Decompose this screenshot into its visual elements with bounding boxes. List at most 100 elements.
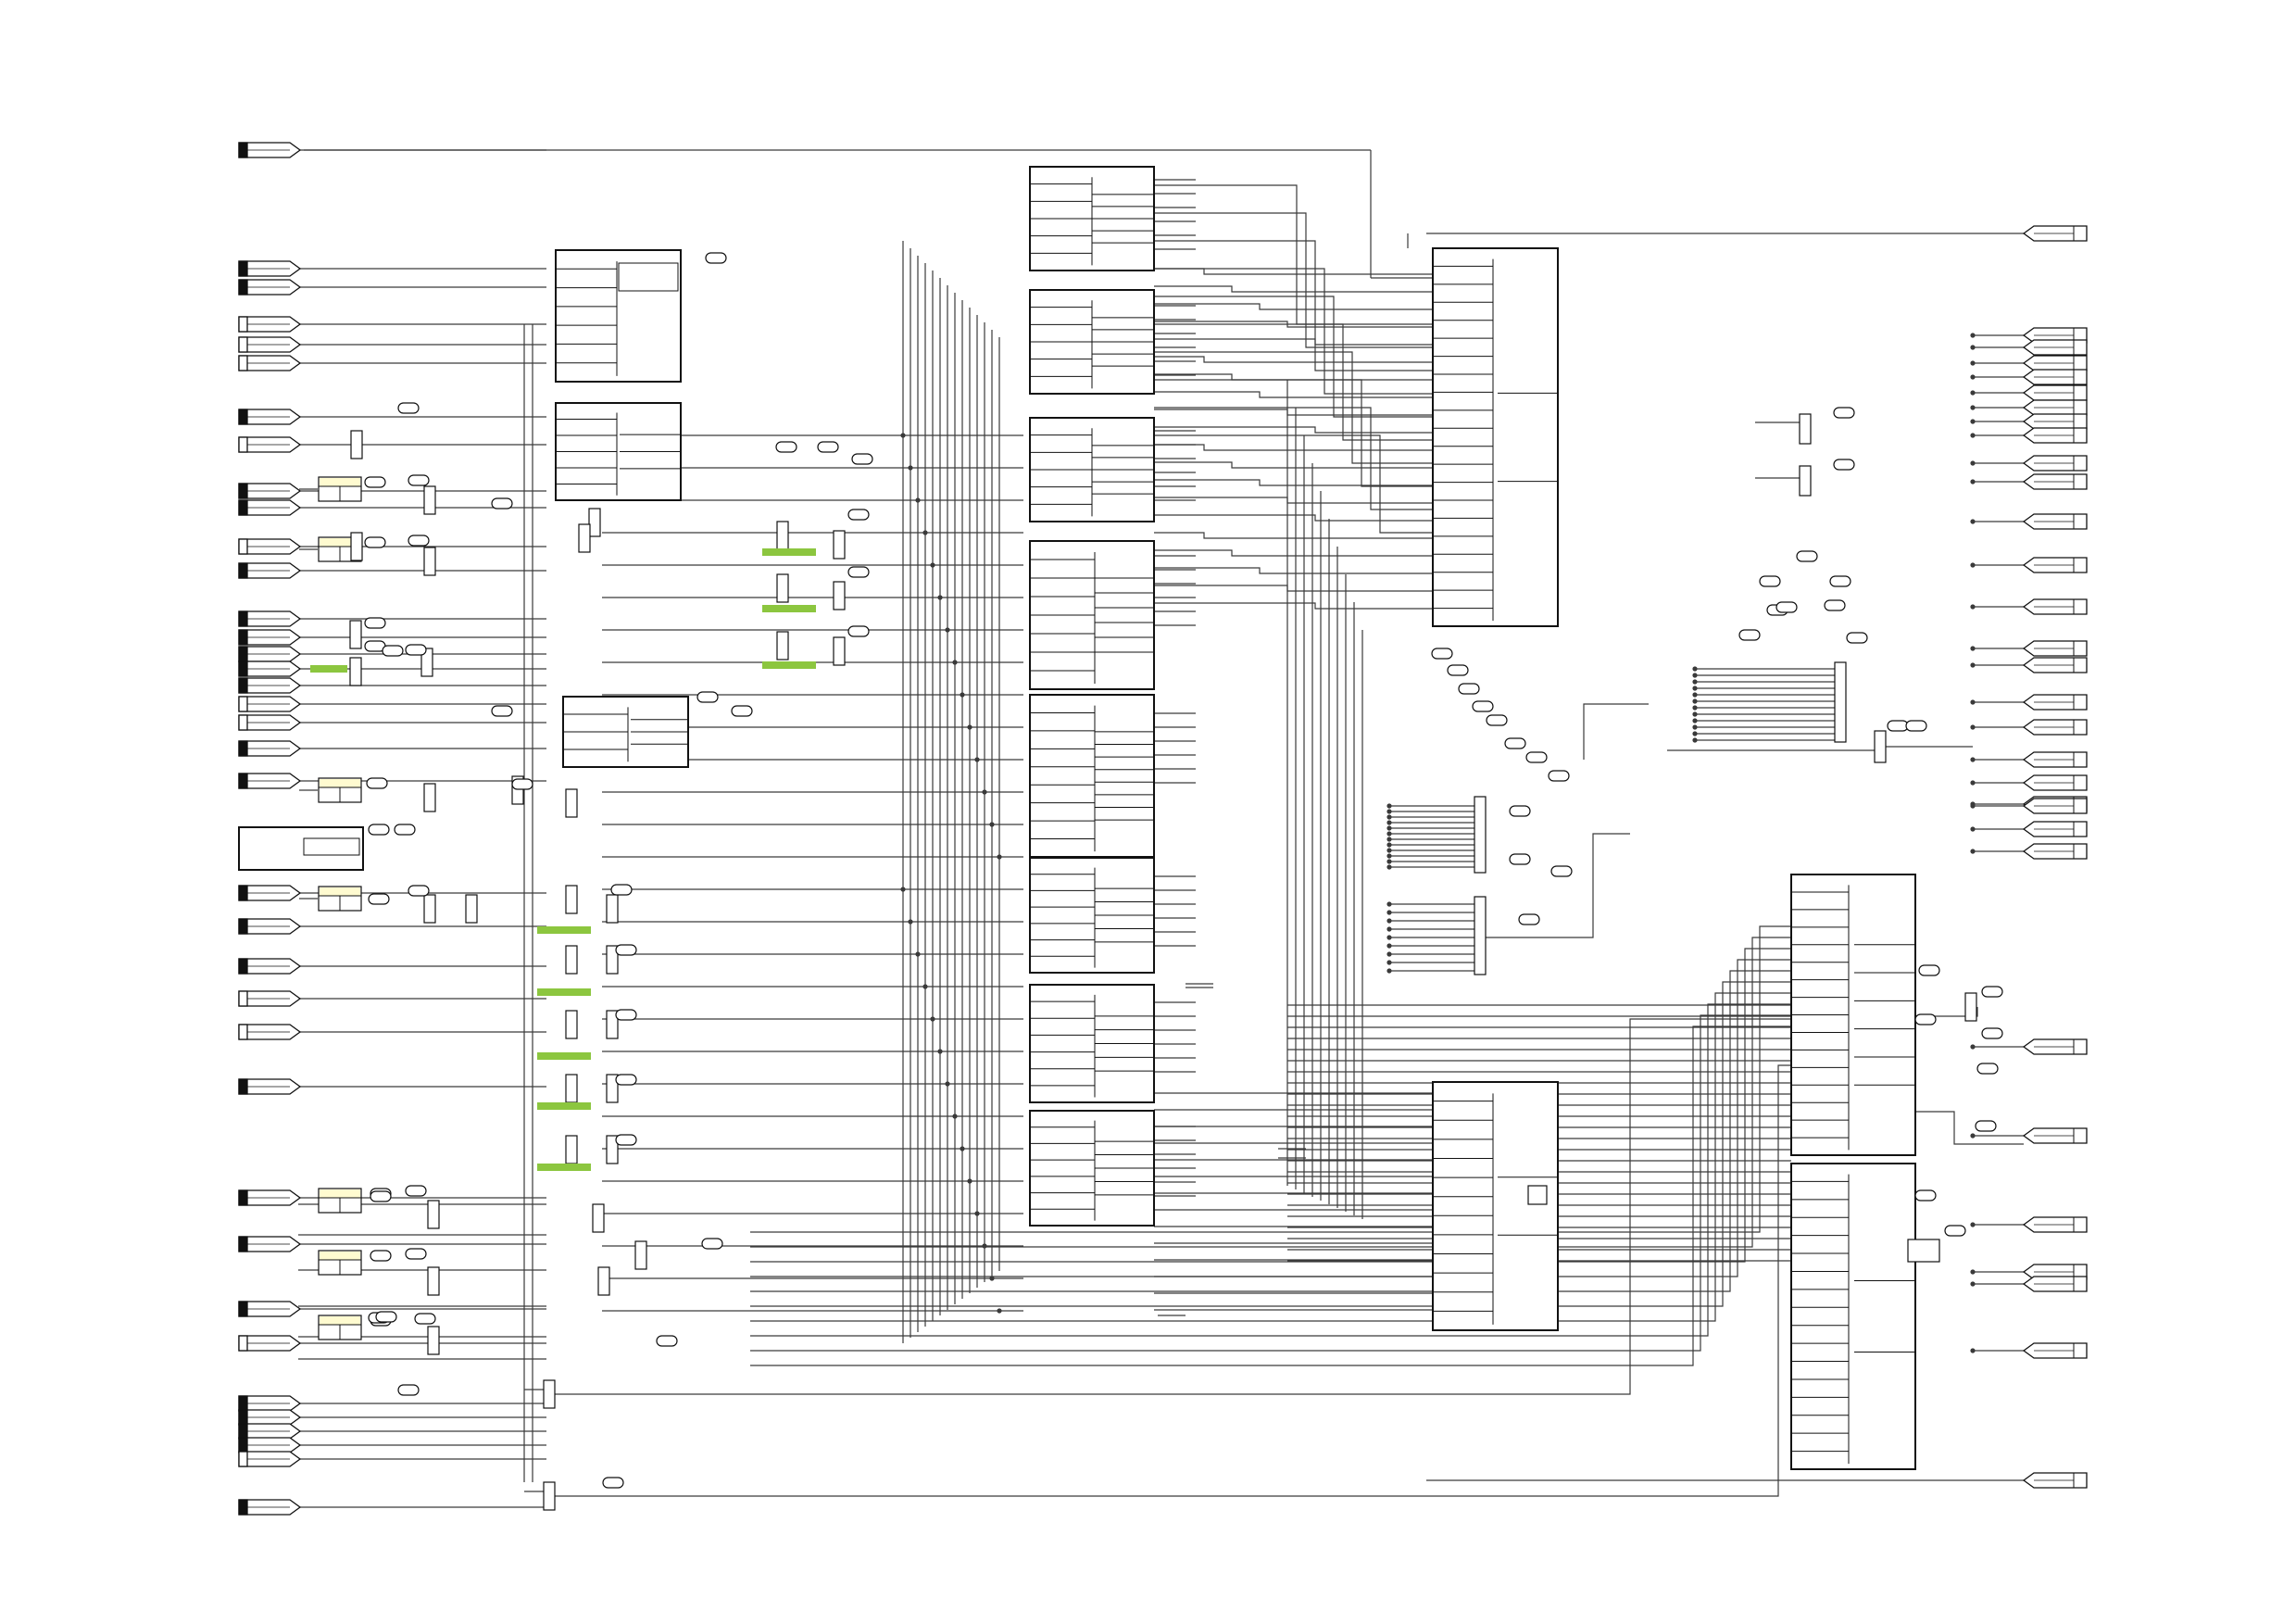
- junction-dot: [915, 951, 921, 957]
- junction-dot: [1692, 686, 1698, 691]
- output-port: [2022, 598, 2088, 615]
- subsystem-block: [1790, 1163, 1916, 1470]
- input-port: [238, 260, 302, 277]
- subsystem-block: [1029, 984, 1155, 1103]
- test-point: [1829, 575, 1851, 587]
- test-point: [847, 625, 870, 637]
- highlight-bar: [537, 926, 591, 934]
- wire: [1154, 407, 1433, 510]
- junction-dot: [1970, 646, 1976, 651]
- junction-dot: [1970, 479, 1976, 484]
- input-port-tab: [238, 316, 248, 333]
- subsystem-block: [562, 696, 689, 768]
- wire: [1154, 379, 1433, 487]
- test-point: [1518, 913, 1540, 925]
- output-port: [2022, 355, 2088, 371]
- wire: [750, 992, 1791, 1322]
- test-point: [408, 885, 430, 897]
- junction-dot: [1970, 1133, 1976, 1139]
- subsystem-block: [1029, 1110, 1155, 1227]
- output-port: [2022, 1038, 2088, 1055]
- wire: [1154, 268, 1433, 275]
- output-port: [2022, 774, 2088, 791]
- label-box-highlight: [320, 887, 360, 896]
- test-point: [817, 441, 839, 453]
- junction-dot: [1970, 724, 1976, 730]
- test-point: [405, 1248, 427, 1260]
- test-point: [405, 1185, 427, 1197]
- junction-dot: [1692, 705, 1698, 711]
- component-box: [565, 1010, 578, 1039]
- output-port: [2022, 1276, 2088, 1292]
- test-point: [775, 441, 797, 453]
- wire: [1154, 409, 1433, 416]
- input-port-tab: [238, 1078, 248, 1095]
- wire: [1915, 1007, 1978, 1017]
- junction-dot: [1970, 1269, 1976, 1275]
- component-box: [565, 885, 578, 914]
- test-point: [1981, 1027, 2003, 1039]
- component-box: [349, 657, 362, 686]
- test-point: [1796, 550, 1818, 562]
- junction-dot: [1692, 673, 1698, 678]
- junction-dot: [1970, 562, 1976, 568]
- component-box: [423, 783, 436, 812]
- input-port-tab: [238, 1499, 248, 1516]
- junction-dot: [974, 757, 980, 762]
- component-box: [606, 1074, 619, 1103]
- input-port-tab: [238, 885, 248, 901]
- input-port: [238, 1024, 302, 1040]
- test-point: [511, 778, 533, 790]
- junction-dot: [1970, 360, 1976, 366]
- component-box: [833, 530, 846, 560]
- junction-dot: [1970, 604, 1976, 610]
- label-box-highlight: [320, 779, 360, 787]
- junction-dot: [1386, 814, 1392, 820]
- test-point: [1887, 720, 1909, 732]
- subsystem-frame: [1790, 1163, 1916, 1470]
- junction-dot: [900, 433, 906, 438]
- input-port: [238, 918, 302, 935]
- test-point: [847, 566, 870, 578]
- junction-dot: [967, 1178, 972, 1184]
- component-box: [833, 636, 846, 666]
- component-box: [1874, 730, 1887, 763]
- test-point: [408, 535, 430, 547]
- wire: [1154, 356, 1433, 363]
- input-port: [238, 1499, 302, 1516]
- subsystem-frame: [1029, 694, 1155, 858]
- component-box: [588, 508, 601, 537]
- component-box: [423, 894, 436, 924]
- wire: [1154, 514, 1433, 522]
- test-point: [851, 453, 873, 465]
- output-port: [2022, 1472, 2088, 1489]
- junction-dot: [1970, 460, 1976, 466]
- input-port-tab: [238, 714, 248, 731]
- test-point: [414, 1313, 436, 1325]
- junction-dot: [1970, 849, 1976, 854]
- junction-dot: [915, 497, 921, 503]
- highlight-bar: [762, 605, 816, 612]
- test-point: [1447, 664, 1469, 676]
- highlight-bar: [537, 1164, 591, 1171]
- component-box: [833, 581, 846, 610]
- junction-dot: [1386, 926, 1392, 932]
- junction-dot: [1970, 1348, 1976, 1353]
- junction-dot: [1386, 951, 1392, 957]
- input-port-tab: [238, 1437, 248, 1453]
- component-box: [350, 532, 363, 561]
- input-port-tab: [238, 1409, 248, 1426]
- input-port: [238, 562, 302, 579]
- test-point: [1846, 632, 1868, 644]
- wire: [555, 1018, 1791, 1395]
- junction-dot: [997, 854, 1002, 860]
- test-point: [1824, 599, 1846, 611]
- junction-dot: [1386, 968, 1392, 974]
- junction-dot: [1692, 718, 1698, 723]
- input-port-tab: [238, 499, 248, 516]
- wire: [1154, 479, 1433, 486]
- test-point: [731, 705, 753, 717]
- junction-dot: [1970, 433, 1976, 438]
- input-port: [238, 1236, 302, 1252]
- output-port: [2022, 427, 2088, 444]
